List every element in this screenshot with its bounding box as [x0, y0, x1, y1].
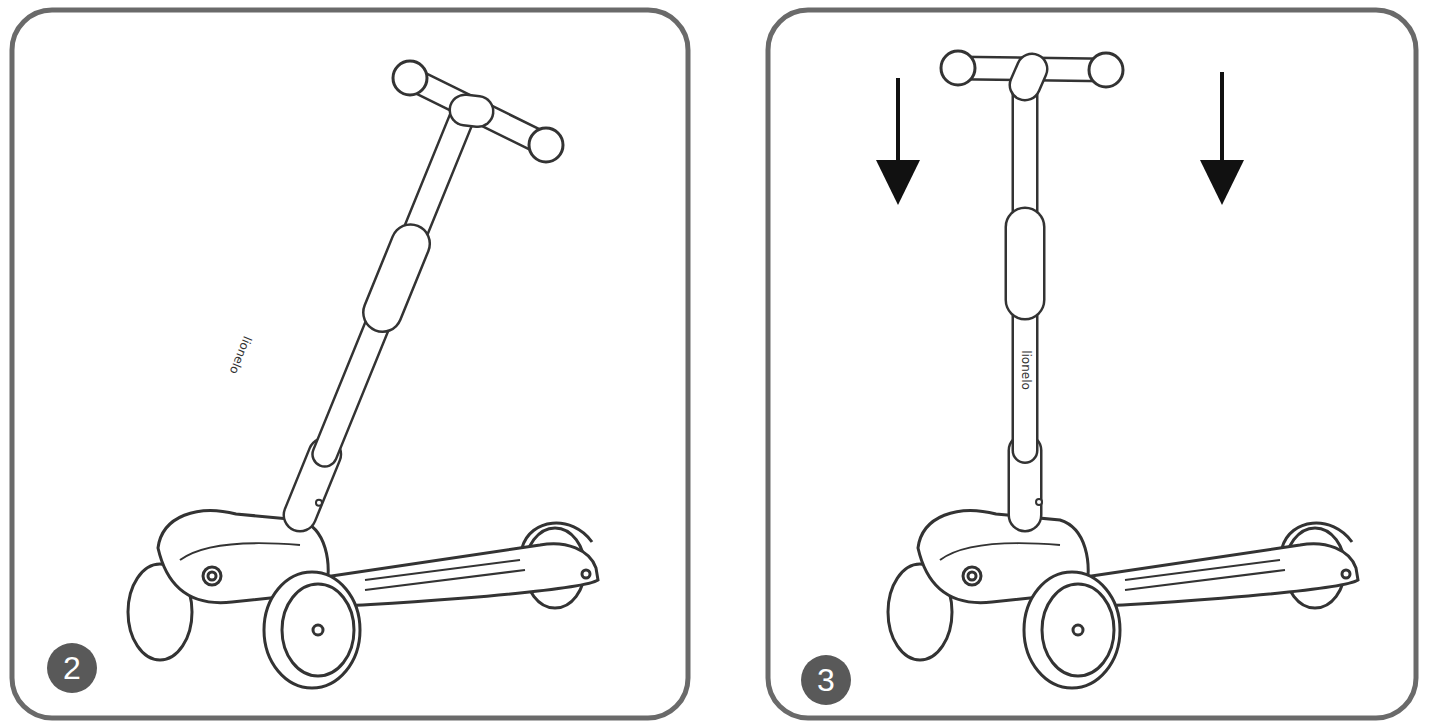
deck-groove — [365, 570, 525, 590]
stem-tube — [1012, 85, 1039, 451]
stem-tube — [325, 110, 465, 454]
callout-text: 3 — [817, 664, 835, 696]
brand-text: lionelo — [1018, 349, 1031, 391]
rear-fender — [522, 523, 592, 548]
stem-collar — [1007, 227, 1043, 300]
deck-groove — [365, 560, 520, 580]
front-cover-detail — [940, 543, 1060, 560]
light — [968, 572, 976, 580]
callout-text: 2 — [63, 652, 81, 684]
step-panel — [768, 10, 1416, 718]
front-hub — [313, 625, 323, 635]
stem-tube — [325, 110, 465, 454]
screw — [316, 500, 322, 506]
deck — [1078, 544, 1358, 606]
rear-fender — [1282, 523, 1352, 548]
deck-groove — [1125, 560, 1280, 580]
callout-number: 2 — [47, 643, 97, 693]
scooter-drawing — [128, 61, 598, 688]
arrow-shaft — [1220, 72, 1224, 165]
handlebar-clamp — [1025, 69, 1032, 85]
light — [203, 567, 221, 585]
callout-number: 3 — [801, 655, 851, 705]
grip-end — [1089, 53, 1123, 87]
front-wheel-rim — [282, 584, 354, 676]
handlebar — [410, 78, 546, 145]
deck-groove — [1125, 570, 1285, 590]
front-wheel — [264, 572, 360, 688]
stem-tube — [1014, 85, 1036, 451]
screw — [1036, 499, 1042, 505]
axle-bolt — [582, 570, 590, 578]
arrow-head — [876, 160, 920, 205]
grip-end — [529, 128, 563, 162]
handlebar-clamp — [465, 110, 478, 112]
deck — [318, 544, 598, 606]
handlebar-clamp — [1025, 69, 1032, 85]
grip-end — [393, 61, 427, 95]
grip-end — [941, 51, 975, 85]
arrow-shaft — [896, 78, 900, 165]
stem-collar — [383, 244, 411, 313]
front-wheel — [1024, 572, 1120, 688]
stem-collar — [383, 244, 411, 313]
handlebar — [410, 78, 546, 145]
light — [963, 567, 981, 585]
scooter-drawing — [888, 51, 1358, 688]
step-panel — [12, 10, 688, 718]
scooter-base — [128, 511, 598, 688]
front-cover-detail — [180, 543, 300, 560]
front-hub — [1073, 625, 1083, 635]
scooter-base — [888, 511, 1358, 688]
arrow-head — [1200, 160, 1244, 205]
front-wheel-rim — [1042, 584, 1114, 676]
stem-collar — [1005, 227, 1046, 300]
light — [208, 572, 216, 580]
handlebar-clamp — [465, 110, 478, 112]
axle-bolt — [1342, 570, 1350, 578]
